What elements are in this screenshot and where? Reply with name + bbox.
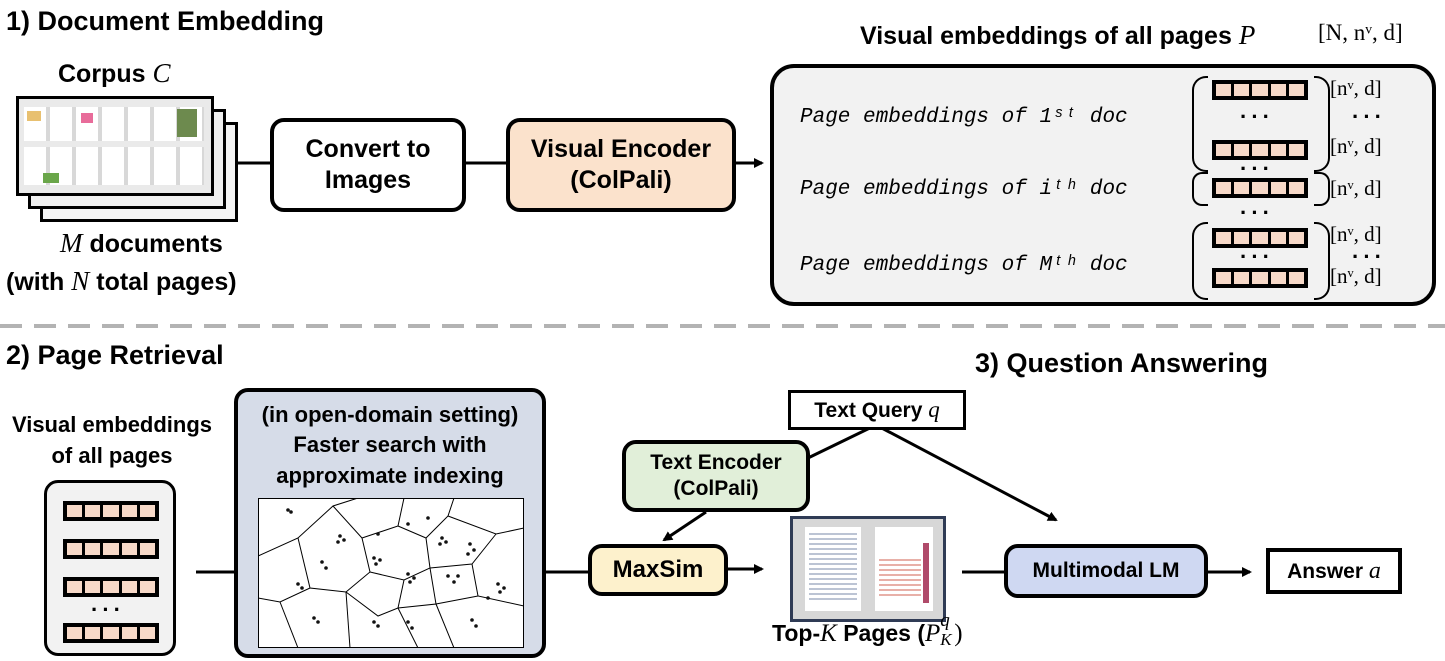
row-dim: [nᵛ, d] (1330, 134, 1382, 158)
embedding-vector (63, 577, 159, 597)
answer-box: Answer a (1266, 548, 1402, 594)
embedding-vector (1212, 178, 1308, 198)
embedding-vector (63, 623, 159, 643)
docs-label: M documents (60, 228, 223, 258)
corpus-label: Corpus C (58, 58, 171, 88)
text-encoder-box: Text Encoder (ColPali) (622, 440, 810, 512)
store-label: Visual embeddings of all pages (11, 412, 213, 468)
row-dim: [nᵛ, d] (1330, 222, 1382, 246)
approximate-index-box: (in open-domain setting) Faster search w… (234, 388, 546, 658)
all-pages-dim: [N, nᵛ, d] (1318, 20, 1403, 45)
embedding-store: ··· (44, 480, 176, 656)
corpus-stack (16, 96, 238, 222)
convert-to-images-box: Convert to Images (270, 118, 466, 212)
bracket-right-3 (1314, 222, 1330, 300)
row-dim: [nᵛ, d] (1330, 264, 1382, 288)
bracket-right-2 (1314, 172, 1330, 206)
ellipsis: ··· (1240, 244, 1274, 269)
section3-title: 3) Question Answering (975, 348, 1269, 378)
ellipsis: ··· (91, 597, 125, 622)
encoder-to-maxsim-arrow (662, 510, 707, 542)
bracket-right-1 (1314, 76, 1330, 172)
query-to-mlm-arrow (875, 423, 1058, 522)
embedding-vector (63, 501, 159, 521)
section2-title: 2) Page Retrieval (6, 340, 224, 370)
all-pages-title: Visual embeddings of all pages P (860, 20, 1256, 50)
embedding-vector (1212, 268, 1308, 288)
embeddings-panel: Page embeddings of 1ˢᵗ doc ··· [nᵛ, d] ·… (770, 64, 1436, 306)
bracket-left-1 (1192, 76, 1208, 172)
ellipsis: ··· (1352, 104, 1386, 129)
topk-pages-thumbnail (790, 516, 946, 622)
row-label-1st: Page embeddings of 1ˢᵗ doc (800, 106, 1128, 129)
ellipsis: ··· (1240, 104, 1274, 129)
row-label-mth: Page embeddings of Mᵗʰ doc (800, 254, 1128, 277)
embedding-vector (1212, 140, 1308, 160)
text-query-box: Text Query q (788, 390, 966, 430)
maxsim-box: MaxSim (588, 544, 728, 596)
ellipsis: ··· (1352, 244, 1386, 269)
corpus-page-front (16, 96, 214, 196)
embedding-vector (63, 539, 159, 559)
pages-label: (with N total pages) (6, 266, 237, 296)
ellipsis: ··· (1240, 156, 1274, 181)
row-label-ith: Page embeddings of iᵗʰ doc (800, 178, 1128, 201)
voronoi-diagram (258, 498, 524, 648)
embedding-vector (1212, 80, 1308, 100)
row-dim: [nᵛ, d] (1330, 76, 1382, 100)
index-label: (in open-domain setting) Faster search w… (261, 402, 519, 488)
query-to-encoder-line (807, 423, 877, 460)
section1-title: 1) Document Embedding (6, 6, 325, 36)
visual-encoder-box: Visual Encoder (ColPali) (506, 118, 736, 212)
ellipsis: ··· (1240, 200, 1274, 225)
multimodal-lm-box: Multimodal LM (1004, 544, 1208, 598)
bracket-left-2 (1192, 172, 1208, 206)
row-dim: [nᵛ, d] (1330, 176, 1382, 200)
bracket-left-3 (1192, 222, 1208, 300)
embedding-vector (1212, 228, 1308, 248)
